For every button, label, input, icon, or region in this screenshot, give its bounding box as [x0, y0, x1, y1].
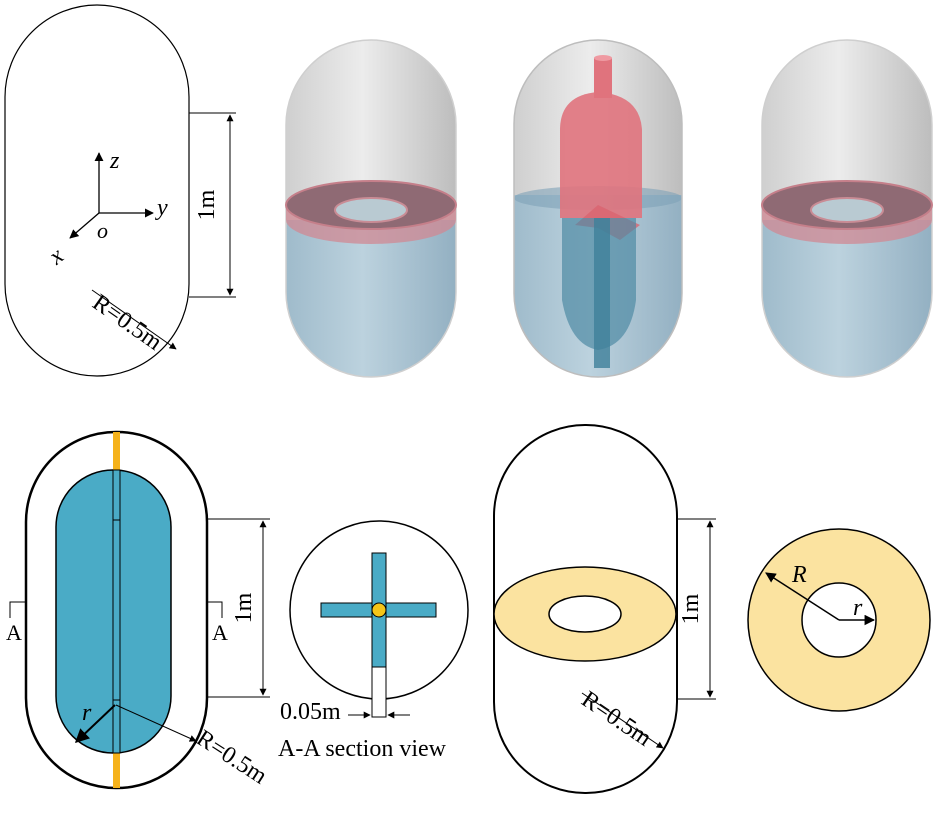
height-dim-label: 1m — [678, 593, 704, 624]
panel-a-outline-geometry: z y x o 1m R=0.5m — [4, 4, 236, 377]
radius-dim-label: R=0.5m — [88, 290, 167, 356]
outer-radius-arrow — [765, 572, 840, 621]
shaft-below-section — [371, 666, 387, 718]
impeller-blade-upper — [560, 92, 642, 218]
baffle-ring-hole — [810, 197, 884, 223]
panel-f-section-view: 0.05m A-A section view — [278, 520, 469, 762]
section-marker-right — [207, 601, 223, 618]
shaft-inner — [112, 469, 121, 754]
panel-h-annulus: R r — [747, 528, 931, 712]
shaft-top — [594, 55, 612, 61]
section-label-right: A — [212, 620, 228, 645]
baffle-ring-hole — [334, 197, 408, 223]
baffle-ring-side — [286, 205, 456, 244]
height-dim-label: 1m — [231, 592, 257, 623]
radius-dim-line — [115, 704, 197, 742]
section-label-left: A — [6, 620, 22, 645]
axis-x-arrow — [69, 212, 100, 239]
section-marker-left — [9, 601, 26, 618]
radius-dim-label: R=0.5m — [192, 725, 272, 790]
capsule-outline — [4, 4, 190, 377]
inner-radius-label: r — [853, 595, 863, 621]
origin-label: o — [97, 218, 108, 243]
panel-g-baffle-section: 1m R=0.5m — [493, 424, 716, 794]
panel-c-impeller-render — [513, 39, 683, 378]
baffle-ring-side — [762, 205, 932, 244]
panel-b-baffle-render — [285, 39, 457, 378]
inner-radius-arrow — [74, 704, 116, 743]
impeller-shaft-upper — [594, 58, 612, 98]
width-dim-label: 0.05m — [280, 699, 341, 725]
impeller-shaft-lower — [594, 218, 610, 368]
inner-radius-label: r — [82, 700, 92, 726]
panel-d-baffle-render — [761, 39, 933, 378]
section-caption: A-A section view — [278, 736, 447, 762]
axis-x-label: x — [44, 243, 69, 271]
hub — [371, 602, 387, 618]
radius-dim-line — [581, 692, 664, 749]
outer-radius-label: R — [791, 562, 807, 588]
radius-dim-label: R=0.5m — [577, 686, 657, 751]
baffle-hole — [548, 595, 622, 633]
height-dim-label: 1m — [194, 189, 220, 220]
axis-z-label: z — [109, 148, 120, 174]
panel-e-impeller-section: A A 1m r R=0.5m — [6, 430, 272, 790]
liquid-region — [286, 220, 456, 377]
liquid-region — [762, 220, 932, 377]
axis-y-label: y — [155, 195, 168, 221]
radius-dim-line — [91, 289, 177, 350]
capsule-shell — [513, 39, 683, 378]
